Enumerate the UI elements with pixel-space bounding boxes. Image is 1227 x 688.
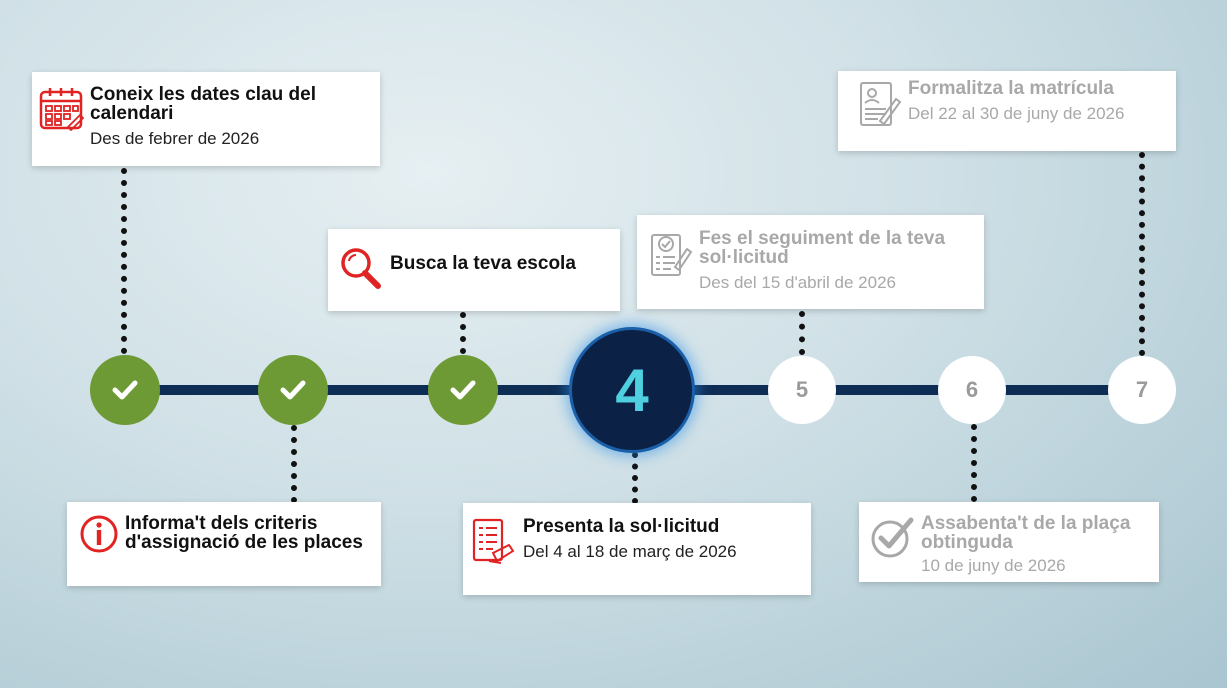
step-2-title: Informa't dels criteris d'assignació de … (125, 513, 363, 553)
step-3-node[interactable] (428, 355, 498, 425)
document-sign-icon (858, 79, 902, 136)
application-form-icon (471, 517, 517, 574)
step-6-date: 10 de juny de 2026 (921, 556, 1066, 575)
check-circle-icon (869, 514, 915, 565)
connector-step-2 (291, 425, 297, 503)
calendar-icon (38, 85, 85, 136)
step-7-date: Del 22 al 30 de juny de 2026 (908, 104, 1125, 123)
checkmark-icon (450, 380, 476, 400)
step-2-card[interactable]: Informa't dels criteris d'assignació de … (67, 502, 381, 586)
connector-step-6 (971, 424, 977, 502)
step-2-node[interactable] (258, 355, 328, 425)
step-4-node-current[interactable]: 4 (572, 330, 692, 450)
step-6-card[interactable]: Assabenta't de la plaça obtinguda 10 de … (859, 502, 1159, 582)
step-3-card[interactable]: Busca la teva escola (328, 229, 620, 311)
step-4-card[interactable]: Presenta la sol·licitud Del 4 al 18 de m… (463, 503, 811, 595)
step-5-card[interactable]: Fes el seguiment de la teva sol·licitud … (637, 215, 984, 309)
step-6-title: Assabenta't de la plaça obtinguda (921, 513, 1131, 553)
checkmark-icon (112, 380, 138, 400)
step-4-date: Del 4 al 18 de març de 2026 (523, 542, 737, 561)
step-1-date: Des de febrer de 2026 (90, 129, 260, 148)
connector-step-3 (460, 312, 466, 354)
step-1-title: Coneix les dates clau del calendari (90, 84, 316, 124)
checklist-icon (649, 229, 693, 284)
step-5-title: Fes el seguiment de la teva sol·licitud (699, 228, 946, 268)
step-7-card[interactable]: Formalitza la matrícula Del 22 al 30 de … (838, 71, 1176, 151)
connector-step-5 (799, 311, 805, 355)
step-4-title: Presenta la sol·licitud (523, 516, 720, 537)
step-3-title: Busca la teva escola (390, 253, 576, 274)
step-5-date: Des del 15 d'abril de 2026 (699, 273, 896, 292)
connector-step-1 (121, 168, 127, 354)
search-icon (338, 245, 384, 296)
step-1-card[interactable]: Coneix les dates clau del calendari Des … (32, 72, 380, 166)
step-7-title: Formalitza la matrícula (908, 78, 1114, 99)
step-5-node[interactable]: 5 (768, 356, 836, 424)
checkmark-icon (280, 380, 306, 400)
info-icon (79, 514, 119, 559)
connector-step-4 (632, 452, 638, 504)
step-1-node[interactable] (90, 355, 160, 425)
connector-step-7 (1139, 152, 1145, 356)
step-7-node[interactable]: 7 (1108, 356, 1176, 424)
step-6-node[interactable]: 6 (938, 356, 1006, 424)
